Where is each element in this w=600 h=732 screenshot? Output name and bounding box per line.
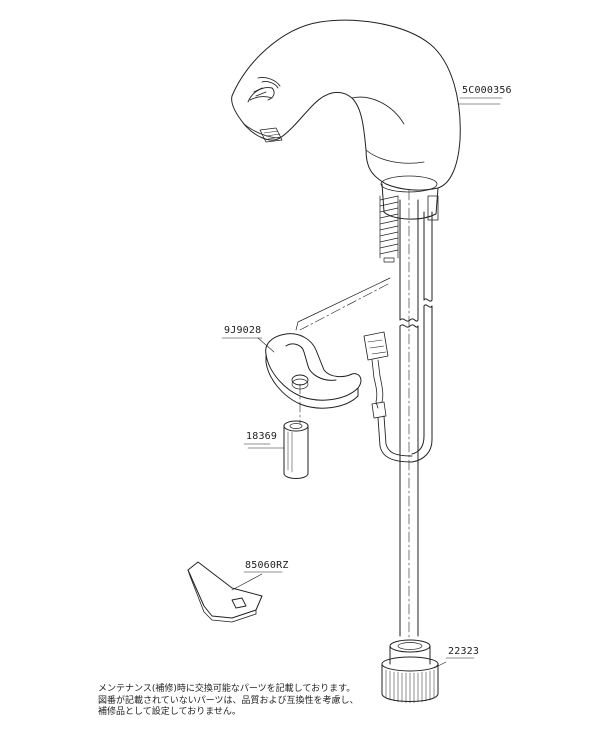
supply-pipe [399,199,433,637]
note-line-1: メンテナンス(補修)時に交換可能なパーツを記載しております。 [98,684,356,694]
note-line-2: 図番が記載されていないパーツは、品質および互換性を考慮し、 [98,695,359,706]
maintenance-note: メンテナンス(補修)時に交換可能なパーツを記載しております。 図番が記載されてい… [98,684,359,719]
cylindrical-spacer [283,420,309,479]
part-number-bracket: 9J9028 [224,325,262,336]
assembly-axis-lines [299,189,410,641]
leader-lines [231,103,501,669]
part-number-wrench: 85060RZ [245,560,289,571]
hand-sensor-logo [247,77,281,103]
part-number-nut: 22323 [448,646,480,657]
faucet-body [231,19,461,221]
flat-wrench [187,561,263,623]
leader-underlines [221,97,503,659]
horseshoe-bracket [265,277,391,409]
sensor-cable [363,331,413,463]
part-number-spacer: 18369 [246,431,278,442]
knurled-nut [381,639,439,704]
threaded-shank [379,195,399,263]
note-line-3: 補修品として設定しておりません。 [98,707,241,717]
part-number-faucet-body: 5C000356 [462,85,512,96]
